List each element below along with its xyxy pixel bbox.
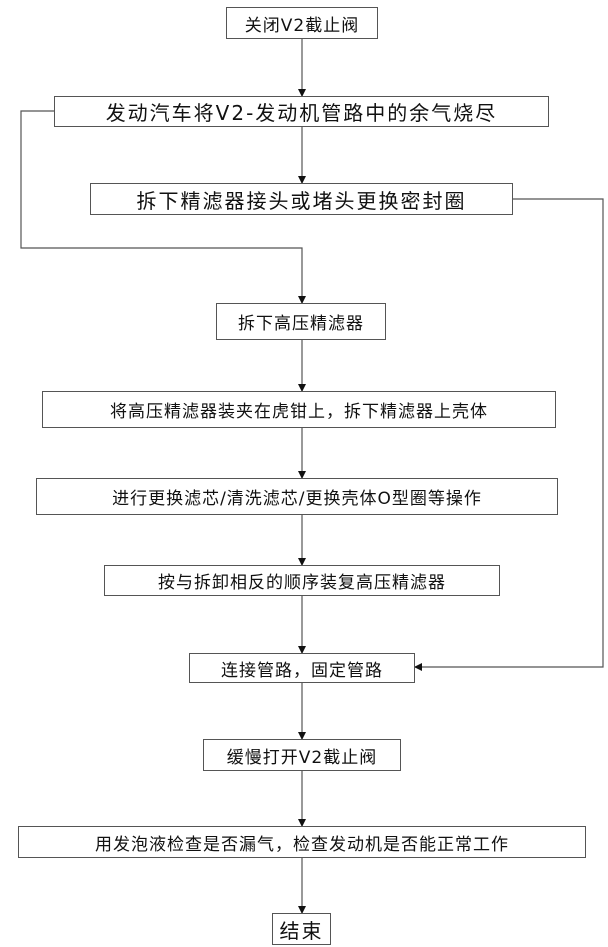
step-connect-pipes: 连接管路，固定管路 xyxy=(189,653,415,683)
step-label: 拆下精滤器接头或堵头更换密封圈 xyxy=(136,188,467,213)
step-replace-seal: 拆下精滤器接头或堵头更换密封圈 xyxy=(90,183,513,215)
step-reassemble: 按与拆卸相反的顺序装复高压精滤器 xyxy=(104,565,500,596)
step-label: 结束 xyxy=(279,918,324,943)
step-label: 将高压精滤器装夹在虎钳上，拆下精滤器上壳体 xyxy=(110,402,488,422)
arrow-2-4-bypass xyxy=(20,110,306,304)
step-label: 发动汽车将V2-发动机管路中的余气烧尽 xyxy=(105,101,498,125)
step-clamp-filter: 将高压精滤器装夹在虎钳上，拆下精滤器上壳体 xyxy=(42,391,556,428)
step-remove-filter: 拆下高压精滤器 xyxy=(216,303,386,340)
step-label: 连接管路，固定管路 xyxy=(221,660,383,681)
step-replace-element: 进行更换滤芯/清洗滤芯/更换壳体O型圈等操作 xyxy=(36,478,558,515)
step-close-valve: 关闭V2截止阀 xyxy=(226,7,378,39)
arrow-3-8-bypass xyxy=(414,198,604,671)
step-open-valve: 缓慢打开V2截止阀 xyxy=(203,739,401,771)
step-label: 按与拆卸相反的顺序装复高压精滤器 xyxy=(158,573,446,593)
step-label: 进行更换滤芯/清洗滤芯/更换壳体O型圈等操作 xyxy=(112,489,482,509)
step-label: 拆下高压精滤器 xyxy=(238,314,364,334)
step-end: 结束 xyxy=(272,913,331,945)
step-leak-check: 用发泡液检查是否漏气，检查发动机是否能正常工作 xyxy=(18,826,586,858)
step-label: 缓慢打开V2截止阀 xyxy=(226,747,378,768)
step-label: 用发泡液检查是否漏气，检查发动机是否能正常工作 xyxy=(95,834,509,855)
step-burn-residual-gas: 发动汽车将V2-发动机管路中的余气烧尽 xyxy=(54,96,549,127)
step-label: 关闭V2截止阀 xyxy=(244,15,360,36)
